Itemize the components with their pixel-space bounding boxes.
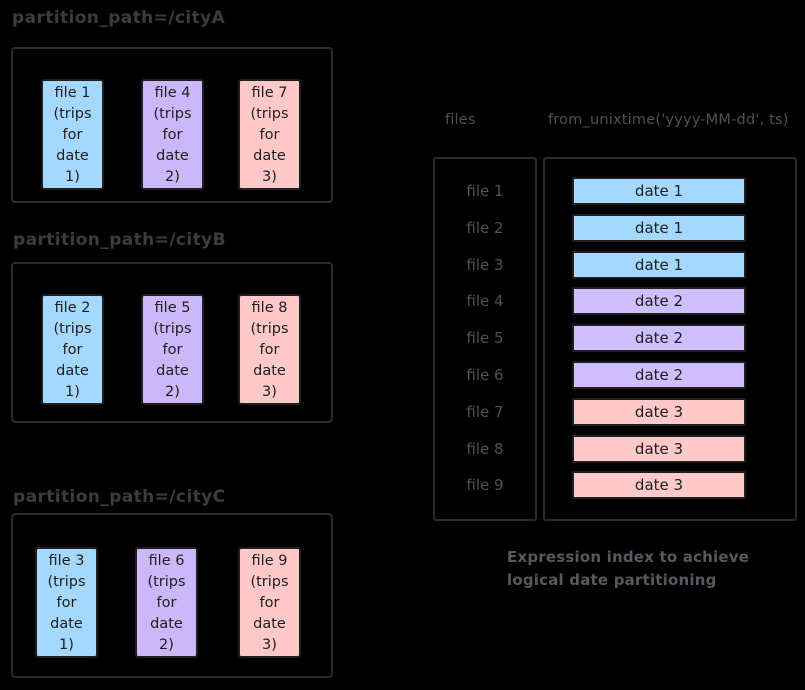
file-row-label: file 1 — [466, 182, 504, 200]
file-card: file 2 (trips for date 1) — [41, 294, 104, 405]
expression-column-header: from_unixtime('yyyy-MM-dd', ts) — [548, 112, 789, 128]
date-bars-stack: date 1 date 1 date 1 date 2 date 2 date … — [545, 177, 795, 500]
date-bar: date 2 — [572, 324, 746, 353]
file-card: file 9 (trips for date 3) — [238, 547, 301, 658]
partition-title-cityC: partition_path=/cityC — [13, 487, 226, 507]
file-row-label: file 3 — [466, 255, 504, 274]
date-bar: date 2 — [572, 360, 746, 389]
file-row-label: file 5 — [466, 329, 504, 348]
date-bar: date 2 — [572, 287, 746, 316]
expression-column-box: date 1 date 1 date 1 date 2 date 2 date … — [543, 157, 797, 521]
file-row-label: file 9 — [466, 476, 504, 495]
file-card: file 1 (trips for date 1) — [41, 79, 104, 190]
file-card: file 4 (trips for date 2) — [141, 79, 204, 190]
partition-box-cityA: file 1 (trips for date 1) file 4 (trips … — [11, 47, 333, 203]
partition-box-cityC: file 3 (trips for date 1) file 6 (trips … — [11, 513, 333, 678]
file-card: file 6 (trips for date 2) — [135, 547, 198, 658]
date-bar: date 1 — [572, 177, 746, 205]
date-bar: date 3 — [572, 434, 746, 463]
file-card: file 5 (trips for date 2) — [141, 294, 204, 405]
file-row-label: file 6 — [466, 365, 504, 384]
files-column-header: files — [445, 112, 476, 128]
file-card: file 8 (trips for date 3) — [238, 294, 301, 405]
date-bar: date 1 — [572, 213, 746, 242]
partition-box-cityB: file 2 (trips for date 1) file 5 (trips … — [11, 262, 333, 423]
file-row-label: file 8 — [466, 439, 504, 458]
partition-title-cityA: partition_path=/cityA — [12, 8, 226, 28]
files-column-stack: file 1 file 2 file 3 file 4 file 5 file … — [435, 177, 535, 499]
partition-title-cityB: partition_path=/cityB — [13, 230, 227, 250]
date-bar: date 3 — [572, 471, 746, 500]
date-bar: date 1 — [572, 250, 746, 279]
file-row-label: file 2 — [466, 218, 504, 237]
file-row-label: file 7 — [466, 402, 504, 421]
file-row-label: file 4 — [466, 292, 504, 311]
file-card: file 7 (trips for date 3) — [238, 79, 301, 190]
diagram-caption: Expression index to achieve logical date… — [507, 548, 750, 589]
file-card: file 3 (trips for date 1) — [35, 547, 98, 658]
date-bar: date 3 — [572, 397, 746, 426]
files-column-box: file 1 file 2 file 3 file 4 file 5 file … — [433, 157, 537, 521]
